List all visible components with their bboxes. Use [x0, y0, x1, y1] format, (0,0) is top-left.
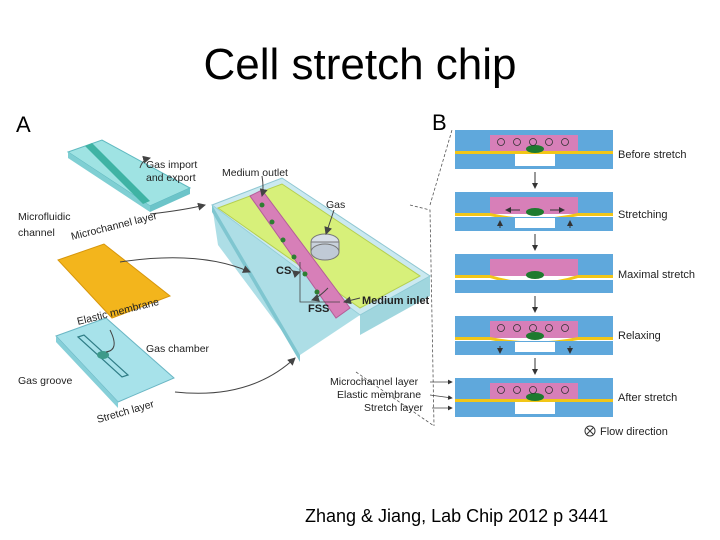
microchannel-layer-slab	[66, 139, 192, 212]
membrane-motion-arrows	[497, 207, 573, 354]
panel-a-letter: A	[16, 112, 31, 137]
label-maximal-stretch: Maximal stretch	[618, 269, 695, 281]
label-gas: Gas	[326, 199, 345, 211]
label-cs: CS	[276, 265, 291, 277]
label-gas-chamber: Gas chamber	[146, 343, 210, 355]
gas-groove-shape	[76, 334, 130, 378]
stage-maximal-stretch	[455, 254, 613, 293]
label-medium-outlet: Medium outlet	[222, 167, 288, 179]
stage-relaxing	[455, 316, 613, 355]
slide-title: Cell stretch chip	[203, 40, 517, 89]
label-gas-import: Gas import	[146, 159, 197, 171]
label-relaxing: Relaxing	[618, 330, 661, 342]
label-medium-inlet: Medium inlet	[362, 295, 430, 307]
gas-chamber-dot	[97, 351, 109, 359]
elastic-membrane-slab	[57, 243, 172, 319]
label-after-stretch: After stretch	[618, 392, 677, 404]
stage-before-stretch	[455, 130, 613, 169]
label-flow-direction: Flow direction	[600, 426, 668, 438]
label-gas-groove: Gas groove	[18, 375, 72, 387]
label-microchannel-layer-a: Microchannel layer	[70, 210, 159, 243]
stage-stretching	[455, 192, 613, 231]
medium-channel	[249, 189, 351, 319]
assembled-chip	[210, 177, 431, 362]
label-stretch-layer-b: Stretch layer	[364, 402, 423, 414]
label-microchannel-layer-b: Microchannel layer	[330, 376, 419, 388]
zoom-connector-lines	[355, 129, 453, 427]
microfluidic-channel-strip	[85, 143, 150, 204]
label-and-export: and export	[146, 172, 196, 184]
label-stretch-layer-a: Stretch layer	[96, 398, 156, 426]
stretch-layer-slab	[55, 317, 175, 408]
label-before-stretch: Before stretch	[618, 149, 686, 161]
flow-direction-markers	[497, 138, 569, 394]
stage-after-stretch	[455, 378, 613, 417]
label-fss: FSS	[308, 303, 329, 315]
label-elastic-membrane-b: Elastic membrane	[337, 389, 421, 401]
citation: Zhang & Jiang, Lab Chip 2012 p 3441	[305, 506, 609, 526]
panel-b-letter: B	[432, 110, 447, 135]
label-microfluidic: Microfluidic	[18, 211, 71, 223]
flow-direction-legend-icon	[584, 425, 596, 437]
label-channel: channel	[18, 227, 55, 239]
label-stretching: Stretching	[618, 209, 668, 221]
